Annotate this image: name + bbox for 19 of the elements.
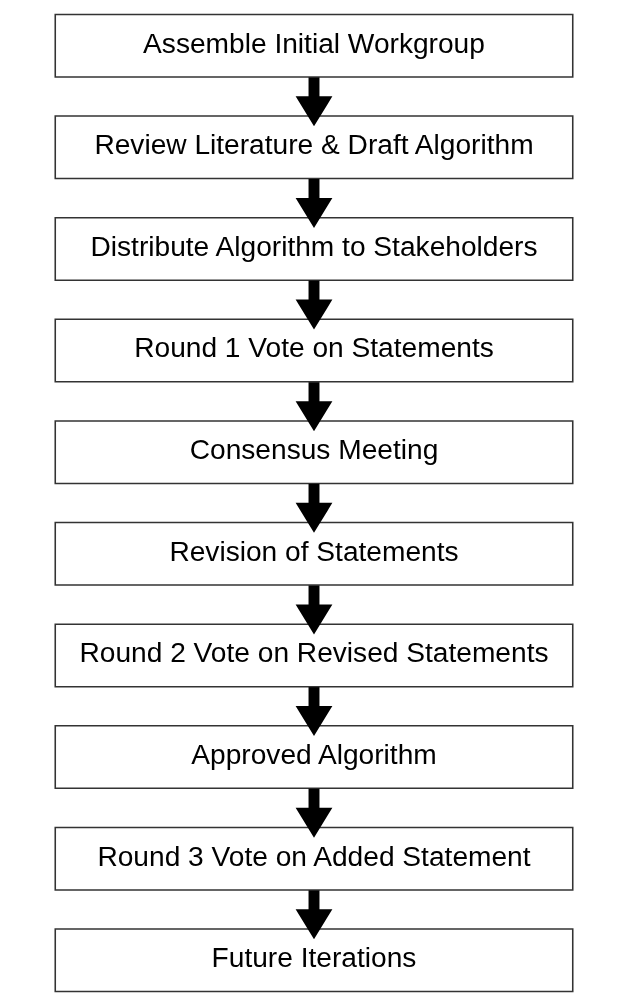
arrow xyxy=(295,687,333,737)
node-box: Approved Algorithm xyxy=(54,725,574,790)
node-box: Distribute Algorithm to Stakeholders xyxy=(54,216,574,281)
node-box: Consensus Meeting xyxy=(54,420,574,485)
node-box: Review Literature & Draft Algorithm xyxy=(54,115,574,180)
arrow xyxy=(295,788,333,838)
node-box: Round 3 Vote on Added Statement xyxy=(54,826,574,891)
node-box: Assemble Initial Workgroup xyxy=(54,13,574,78)
arrow xyxy=(295,483,333,533)
node-box: Future Iterations xyxy=(54,928,574,993)
node-box: Round 2 Vote on Revised Statements xyxy=(54,623,574,688)
node-box: Revision of Statements xyxy=(54,521,574,586)
arrow xyxy=(295,382,333,432)
arrow xyxy=(295,280,333,330)
arrow xyxy=(295,178,333,228)
arrow xyxy=(295,77,333,127)
node-box: Round 1 Vote on Statements xyxy=(54,318,574,383)
arrow xyxy=(295,890,333,940)
arrow xyxy=(295,585,333,635)
